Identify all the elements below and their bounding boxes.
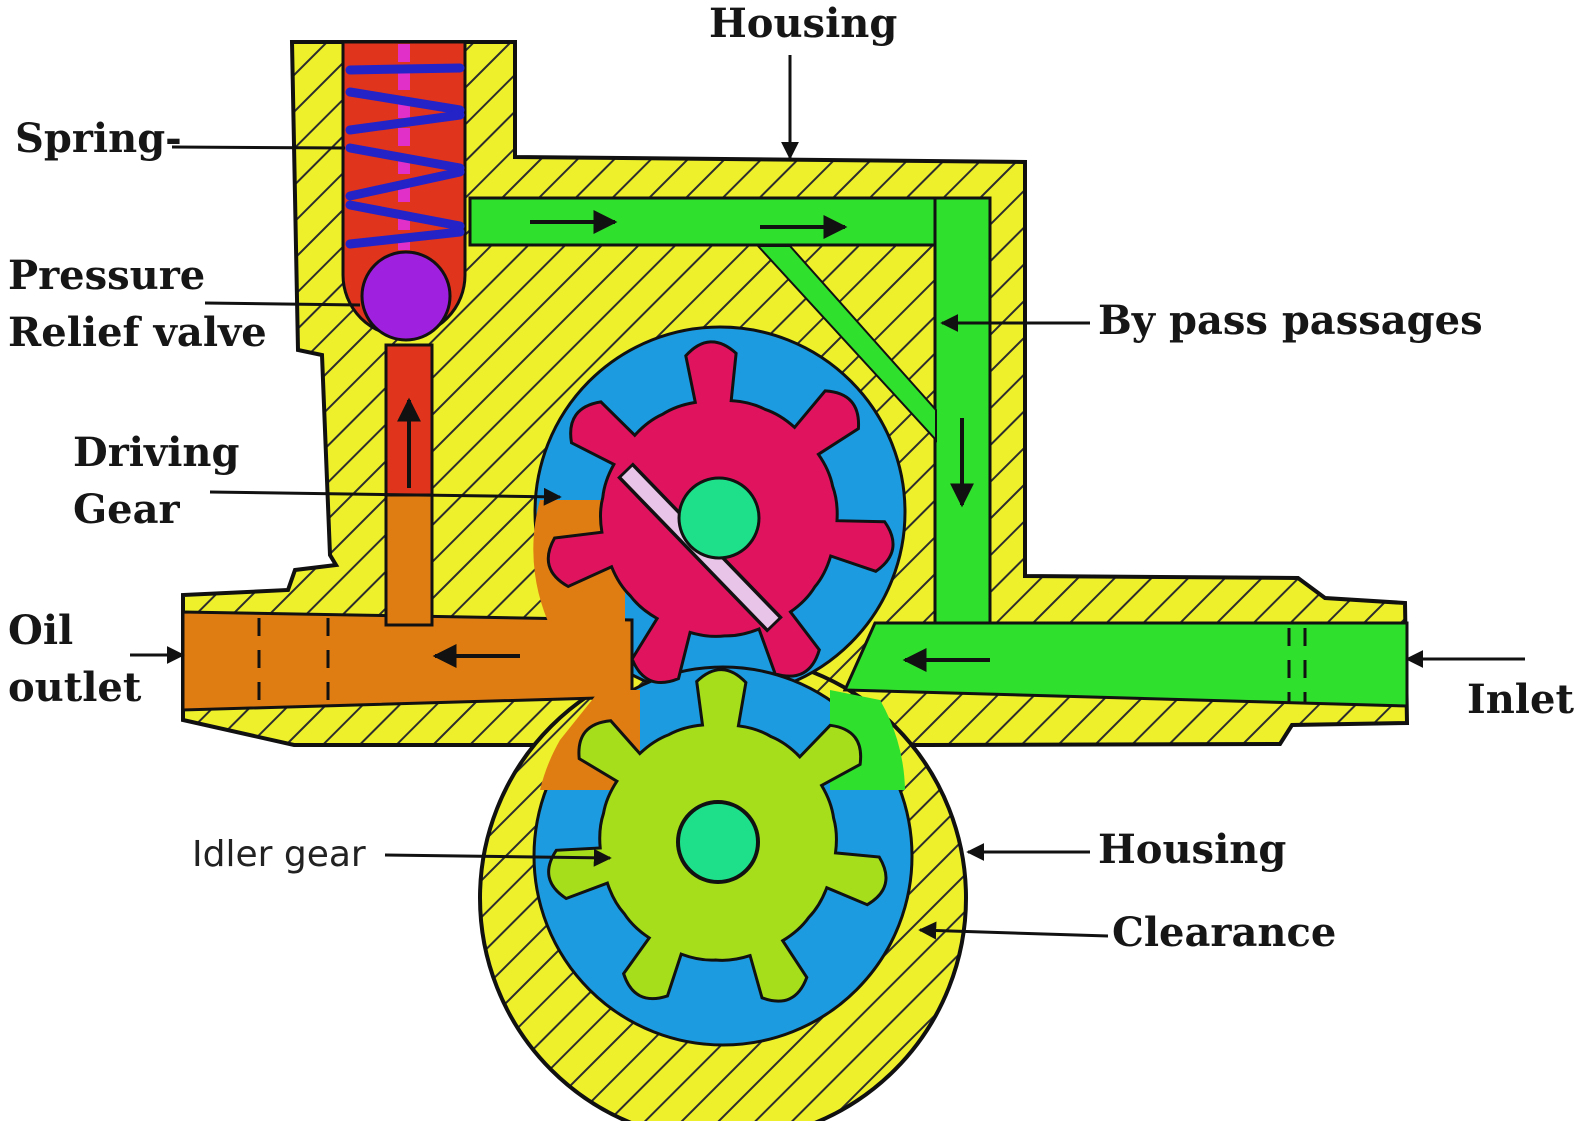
- arrow-icon: [384, 848, 612, 867]
- label-housing-top: Housing: [709, 0, 898, 47]
- flow-arrows: [397, 210, 990, 672]
- arrow-icon: [209, 487, 562, 506]
- gears: [546, 340, 895, 1003]
- outlet-oil-region: [181, 493, 640, 790]
- spring-coils: [345, 63, 465, 249]
- label-idler-gear: Idler gear: [192, 834, 366, 875]
- label-oil-outlet-line2: outlet: [8, 664, 142, 711]
- relief-ball: [360, 250, 452, 342]
- arrow-icon: [918, 921, 1109, 940]
- label-inlet: Inlet: [1467, 676, 1574, 723]
- label-driving-gear-line1: Driving: [73, 429, 240, 476]
- outlet-nozzle-marks: [257, 618, 330, 702]
- label-housing-bottom: Housing: [1098, 826, 1287, 873]
- relief-valve: [341, 40, 467, 497]
- label-driving-gear-line2: Gear: [73, 486, 180, 533]
- leader-lines: [130, 55, 1525, 940]
- label-oil-outlet-line1: Oil: [8, 607, 74, 654]
- arrow-icon: [171, 145, 346, 150]
- label-pressure-relief-line2: Relief valve: [8, 309, 267, 356]
- driving-gear-hub: [677, 476, 761, 560]
- label-spring: Spring-: [15, 115, 182, 162]
- label-bypass-passages: By pass passages: [1098, 297, 1483, 344]
- label-pressure-relief-line1: Pressure: [8, 252, 206, 299]
- arrow-icon: [204, 301, 361, 307]
- label-clearance: Clearance: [1112, 909, 1337, 956]
- idler-gear-hub: [676, 800, 760, 884]
